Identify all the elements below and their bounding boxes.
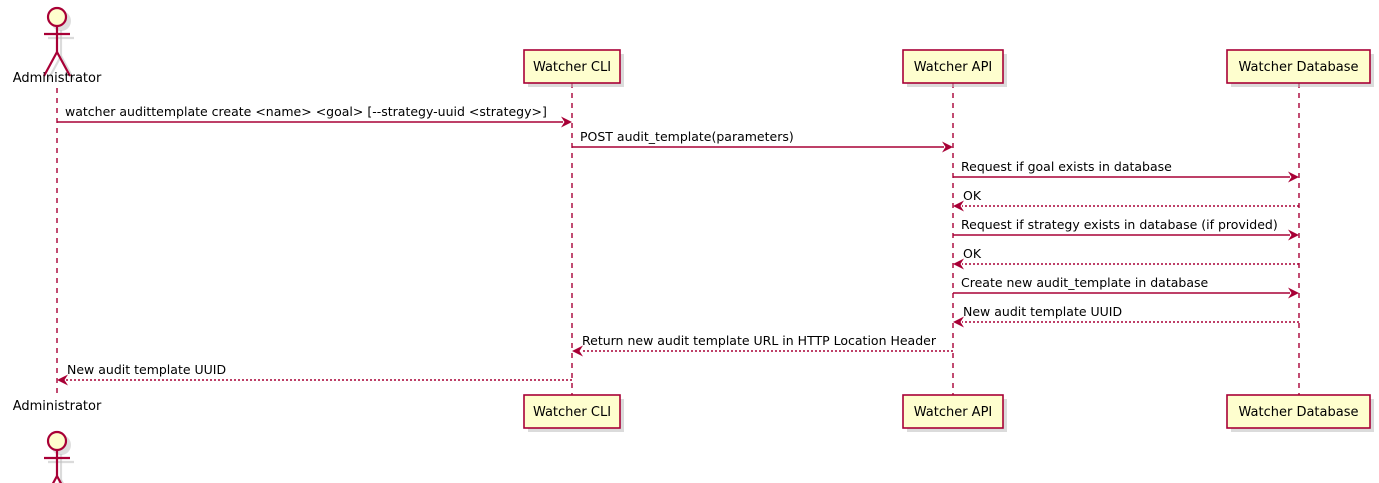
- participant-label: Watcher API: [914, 405, 993, 420]
- participant-box[interactable]: [1226, 49, 1371, 84]
- participant-label: Watcher API: [914, 60, 993, 75]
- actor-label: Administrator: [13, 71, 102, 86]
- message-label: Request if strategy exists in database (…: [961, 217, 1278, 232]
- participant-db-bottom[interactable]: Watcher Database: [1226, 394, 1374, 432]
- participant-label: Watcher Database: [1239, 405, 1359, 420]
- message-arrowhead: [942, 141, 953, 153]
- message-5[interactable]: Request if strategy exists in database (…: [953, 217, 1299, 241]
- message-2[interactable]: POST audit_template(parameters): [572, 129, 953, 153]
- participant-cli-top[interactable]: Watcher CLI: [523, 49, 624, 87]
- participant-box[interactable]: [523, 394, 621, 429]
- participant-box[interactable]: [902, 394, 1004, 429]
- message-label: Return new audit template URL in HTTP Lo…: [582, 333, 937, 348]
- message-8[interactable]: New audit template UUID: [953, 304, 1299, 328]
- message-arrowhead: [953, 200, 964, 212]
- message-arrowhead: [57, 374, 68, 386]
- participant-api-top[interactable]: Watcher API: [902, 49, 1007, 87]
- message-arrowhead: [1288, 287, 1299, 299]
- participant-label: Watcher CLI: [533, 405, 611, 420]
- message-label: New audit template UUID: [67, 362, 226, 377]
- actor-leg-left: [51, 475, 58, 483]
- message-1[interactable]: watcher audittemplate create <name> <goa…: [57, 104, 572, 128]
- message-7[interactable]: Create new audit_template in database: [953, 275, 1299, 299]
- message-label: OK: [963, 246, 982, 261]
- participant-box[interactable]: [902, 49, 1004, 84]
- message-arrowhead: [1288, 171, 1299, 183]
- participant-box[interactable]: [1226, 394, 1371, 429]
- message-label: New audit template UUID: [963, 304, 1122, 319]
- participant-cli-bottom[interactable]: Watcher CLI: [523, 394, 624, 432]
- actor-leg-right: [56, 51, 71, 77]
- actor-top[interactable]: Administrator: [13, 6, 102, 86]
- message-9[interactable]: Return new audit template URL in HTTP Lo…: [572, 333, 953, 357]
- message-4[interactable]: OK: [953, 188, 1299, 212]
- actor-leg-left-shadow: [47, 55, 62, 81]
- actor-leg-right: [56, 475, 63, 483]
- message-arrowhead: [572, 345, 583, 357]
- actor-bottom[interactable]: Administrator: [13, 399, 102, 483]
- participant-label: Watcher CLI: [533, 60, 611, 75]
- participant-label: Watcher Database: [1239, 60, 1359, 75]
- lifelines-group: [56, 83, 1300, 396]
- message-label: watcher audittemplate create <name> <goa…: [65, 104, 547, 119]
- participant-box[interactable]: [523, 49, 621, 84]
- participant-api-bottom[interactable]: Watcher API: [902, 394, 1007, 432]
- message-arrowhead: [953, 316, 964, 328]
- message-label: Create new audit_template in database: [961, 275, 1208, 290]
- message-arrowhead: [1288, 229, 1299, 241]
- messages-group: watcher audittemplate create <name> <goa…: [57, 104, 1299, 386]
- actor-head: [46, 6, 68, 28]
- actor-label: Administrator: [13, 399, 102, 414]
- message-3[interactable]: Request if goal exists in database: [953, 159, 1299, 183]
- message-arrowhead: [953, 258, 964, 270]
- message-label: Request if goal exists in database: [961, 159, 1172, 174]
- message-6[interactable]: OK: [953, 246, 1299, 270]
- actor-leg-right-shadow: [60, 55, 75, 81]
- participant-db-top[interactable]: Watcher Database: [1226, 49, 1374, 87]
- message-label: POST audit_template(parameters): [580, 129, 794, 144]
- message-label: OK: [963, 188, 982, 203]
- message-arrowhead: [561, 116, 572, 128]
- actor-head: [46, 430, 68, 452]
- actor-leg-left: [43, 51, 58, 77]
- message-10[interactable]: New audit template UUID: [57, 362, 572, 386]
